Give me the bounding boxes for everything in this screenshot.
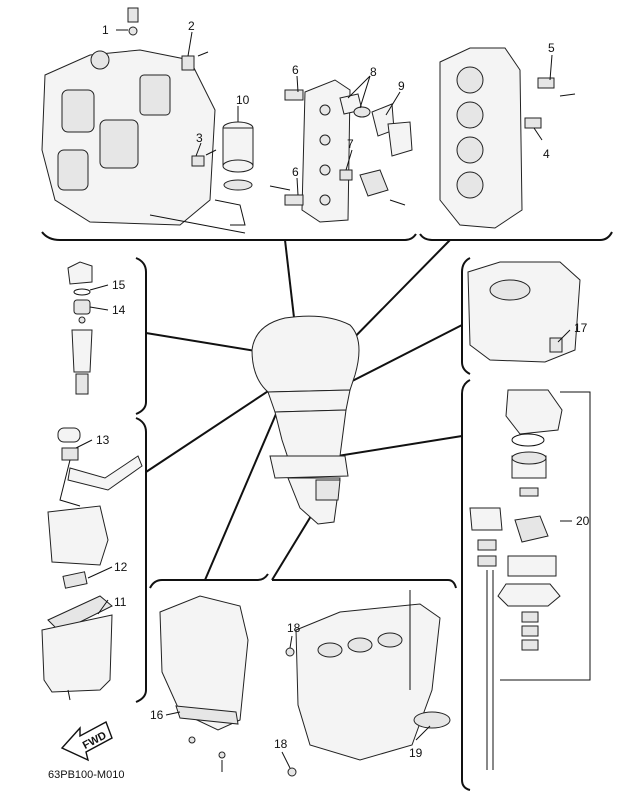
callout-1: 1	[102, 23, 109, 37]
callout-7: 7	[347, 137, 354, 151]
water-pump-assembly	[469, 389, 591, 770]
callout-11: 11	[114, 595, 127, 609]
callout-8: 8	[370, 65, 377, 79]
callout-10: 10	[236, 93, 250, 107]
callout-20: 20	[576, 514, 590, 528]
callout-5: 5	[548, 41, 555, 55]
reference-code: 63PB100-M010	[48, 769, 124, 781]
callout-14: 14	[112, 303, 126, 317]
callout-3: 3	[196, 131, 203, 145]
manifold-plate	[269, 79, 413, 223]
callout-16: 16	[150, 708, 164, 722]
callout-9: 9	[398, 79, 405, 93]
exhaust-guide	[467, 261, 581, 363]
lower-unit-housing	[285, 590, 451, 777]
callout-6b: 6	[292, 165, 299, 179]
outboard-motor-silhouette	[251, 315, 360, 525]
callout-12: 12	[114, 560, 128, 574]
callout-17: 17	[574, 321, 588, 335]
vapor-separator-assembly	[41, 427, 143, 701]
callout-6a: 6	[292, 63, 299, 77]
callout-2: 2	[188, 19, 195, 33]
power-head-block	[41, 49, 246, 234]
callout-19: 19	[409, 746, 423, 760]
section-brackets	[41, 231, 613, 791]
callout-18b: 18	[274, 737, 288, 751]
fwd-arrow: FWD	[60, 721, 113, 762]
swivel-bracket	[159, 595, 249, 772]
leader-lines	[75, 29, 572, 769]
callout-15: 15	[112, 278, 126, 292]
fuel-filter-assembly	[67, 261, 93, 395]
callout-13: 13	[96, 433, 110, 447]
small-fittings-top	[127, 7, 217, 167]
callout-4: 4	[543, 147, 550, 161]
cylinder-head	[439, 47, 576, 229]
oil-filter-assembly	[214, 121, 254, 226]
callout-labels: 1 2 3 4 5 6 6 7 8 9 10 11 12 13 14 15 16…	[96, 19, 590, 760]
callout-18a: 18	[287, 621, 301, 635]
